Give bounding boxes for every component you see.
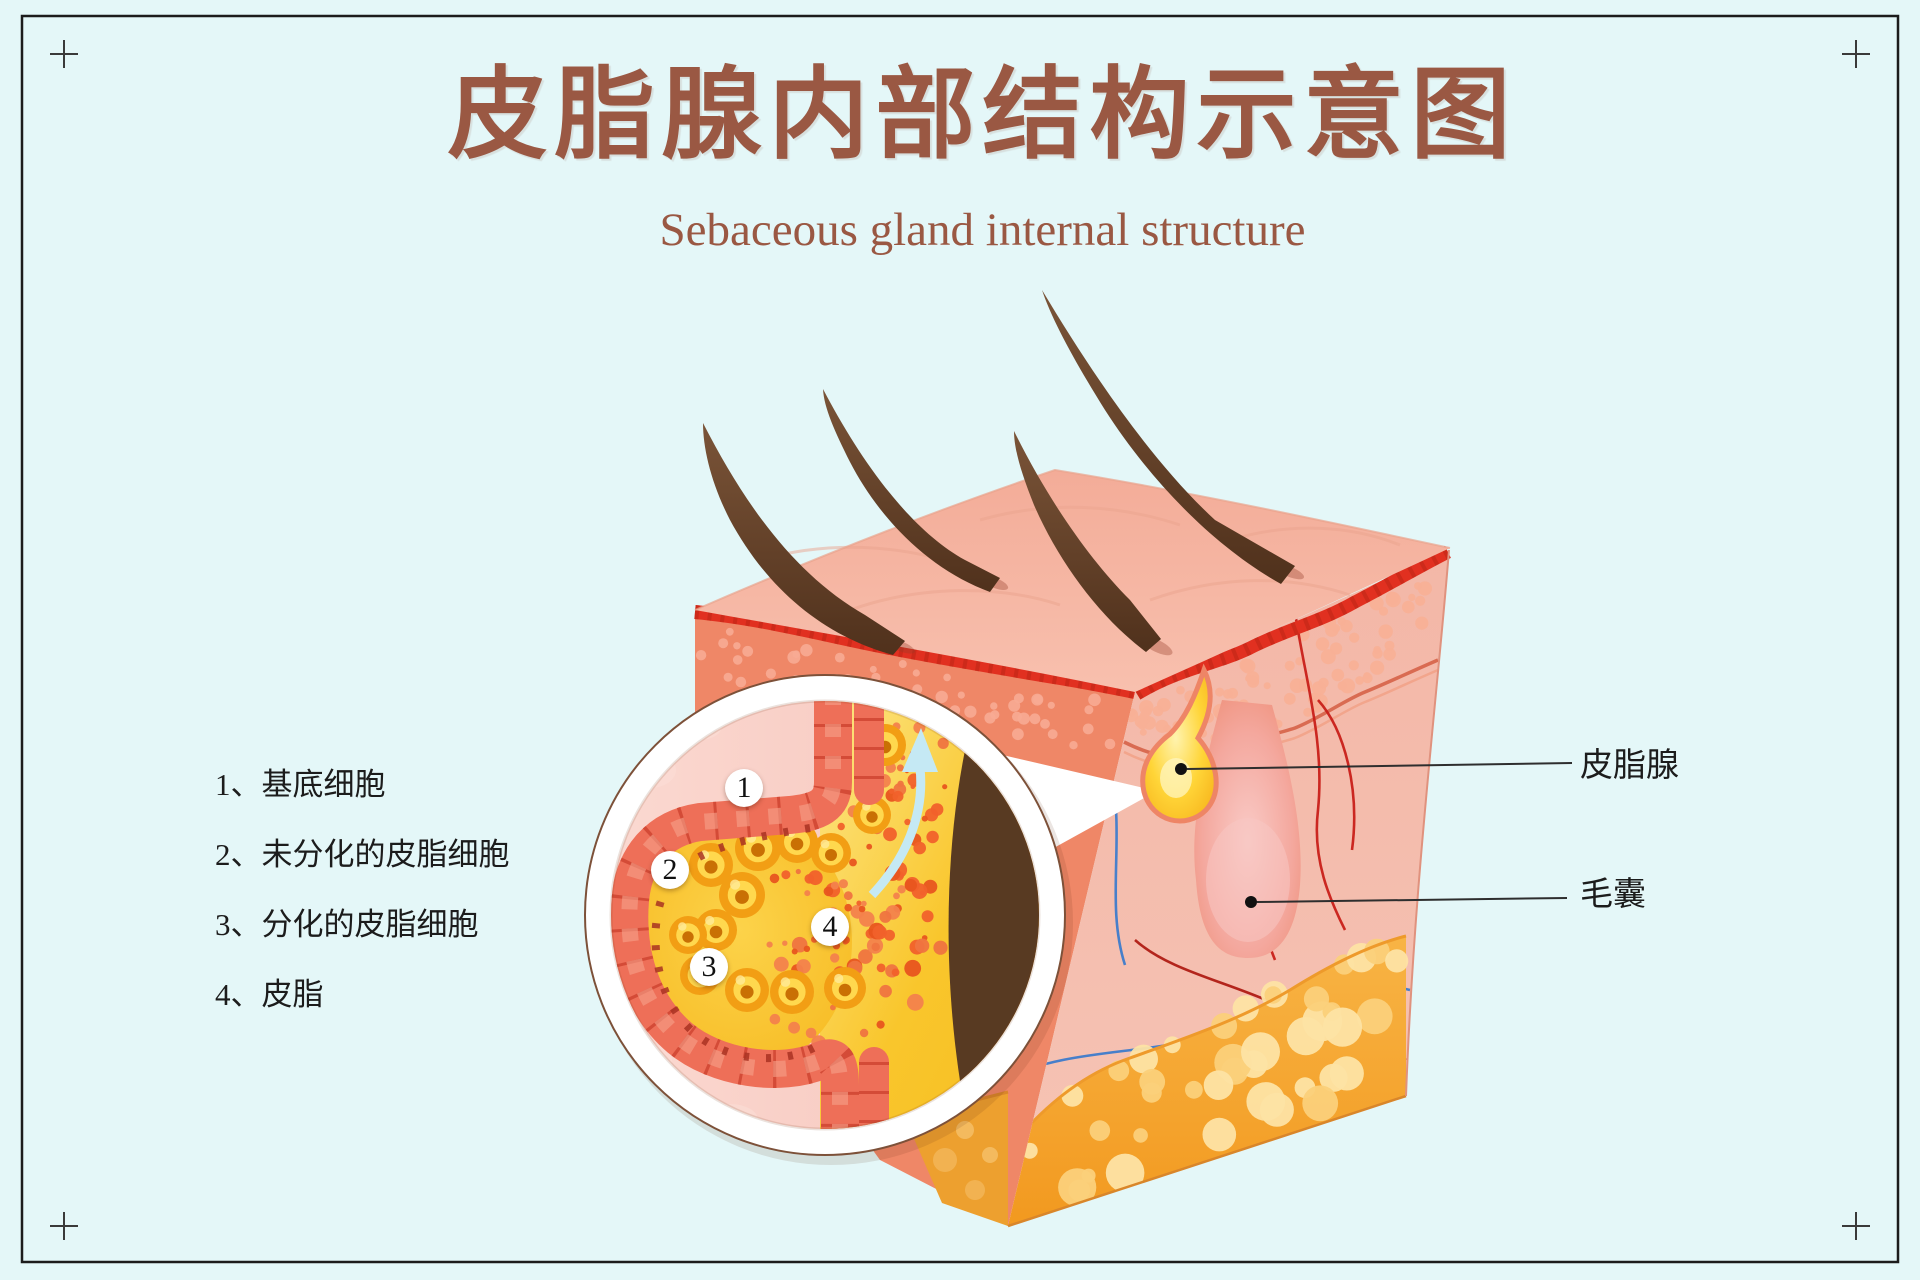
marker-4: 4 [811, 908, 849, 946]
follicle-callout-line [1256, 897, 1568, 903]
sebum-flow-arrow [868, 728, 938, 899]
callout-label-follicle: 毛囊 [1580, 877, 1646, 913]
hair-strand [1042, 290, 1295, 584]
marker-3: 3 [690, 948, 728, 986]
subcutaneous-fat-layer [1008, 934, 1409, 1226]
hair-strand [1014, 431, 1161, 652]
page-title: 皮脂腺内部结构示意图 [447, 60, 1518, 171]
callout-lines [1175, 762, 1573, 908]
frame-border [20, 14, 1900, 1264]
legend-item-basal-cells: 1、基底细胞 [215, 767, 386, 802]
legend-item-sebum: 4、皮脂 [215, 977, 324, 1012]
hair-strands [703, 290, 1295, 655]
sebaceous-gland-callout-line [1186, 762, 1573, 770]
hair-strand [703, 423, 905, 655]
marker-1: 1 [725, 769, 763, 807]
legend-item-differentiated: 3、分化的皮脂细胞 [215, 907, 479, 942]
page-subtitle: Sebaceous gland internal structure [659, 204, 1306, 256]
basal-cell-wall [611, 701, 889, 1129]
callout-label-sebaceous-gland: 皮脂腺 [1580, 748, 1679, 784]
front-epidermis-dots [695, 627, 1116, 750]
follicle-callout-dot [1245, 896, 1257, 908]
hair-shaft-underground [1148, 630, 1285, 800]
lens-hair-shaft-shadow [948, 701, 1039, 1129]
marker-2: 2 [651, 851, 689, 889]
skin-block-illustration [694, 468, 1451, 1228]
sebaceous-gland-callout-dot [1175, 763, 1187, 775]
hair-strand [823, 389, 1000, 592]
legend-item-undifferentiated: 2、未分化的皮脂细胞 [215, 837, 510, 872]
